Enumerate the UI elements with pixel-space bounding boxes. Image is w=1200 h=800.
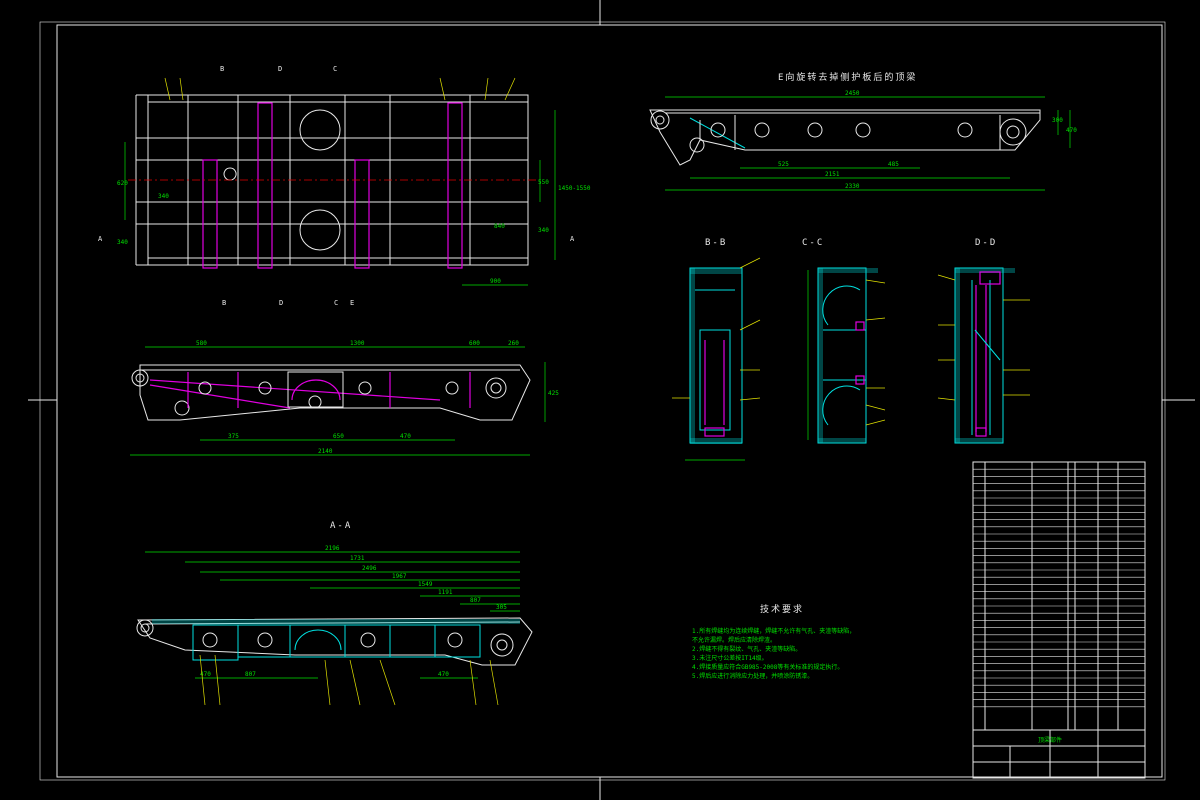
- side-dim-height: 425: [548, 390, 559, 397]
- plan-view: B D C B D C E A A 620 340 340 1450-1550 …: [98, 65, 591, 307]
- title-block-name: 顶梁部件: [1038, 736, 1062, 744]
- side-dim-overall: 2140: [318, 448, 333, 455]
- plan-dim-right-1: 1450-1550: [558, 185, 591, 192]
- cc-section-view: C-C: [802, 238, 886, 444]
- aa-dim-2: 1731: [350, 555, 365, 562]
- parts-list-table: [972, 461, 1146, 731]
- tech-req-item-6: 5.焊后应进行消除应力处理，并喷涂防锈漆。: [692, 672, 813, 680]
- aa-dim-8: 305: [496, 604, 507, 611]
- tech-requirements: 技术要求 1.所有焊缝均为连续焊缝，焊缝不允许有气孔、夹渣等缺陷， 不允许漏焊。…: [692, 603, 855, 680]
- aa-dim-bottom-3: 470: [438, 671, 449, 678]
- e-dim-top: 2450: [845, 90, 860, 97]
- e-dim-overall: 2330: [845, 183, 860, 190]
- plan-dim-left-1: 620: [117, 180, 128, 187]
- plan-marker-b-top: B: [220, 65, 224, 73]
- plan-marker-d-bottom: D: [279, 299, 283, 307]
- aa-section-view: A-A 2196 1: [136, 521, 533, 706]
- aa-dim-3: 2496: [362, 565, 377, 572]
- tech-req-title: 技术要求: [760, 603, 804, 615]
- e-dim-mid: 2151: [825, 171, 840, 178]
- plan-dim-right-3: 840: [494, 223, 505, 230]
- sheet-border: [28, 0, 1195, 800]
- tech-req-item-5: 4.焊接质量应符合GB985-2008等有关标准的规定执行。: [692, 663, 843, 671]
- bom-rows: [973, 468, 1145, 708]
- bb-view-title: B-B: [705, 238, 727, 248]
- plan-marker-a-left: A: [98, 235, 103, 243]
- plan-dim-bottom: 900: [490, 278, 501, 285]
- plan-dim-right-4: 340: [538, 227, 549, 234]
- dd-section-view: D-D: [937, 238, 1030, 444]
- aa-dim-bottom-1: 470: [200, 671, 211, 678]
- e-dim-lower-1: 525: [778, 161, 789, 168]
- aa-dim-4: 1967: [392, 573, 407, 580]
- aa-dim-5: 1549: [418, 581, 433, 588]
- e-dim-right-1: 300: [1052, 117, 1063, 124]
- plan-marker-c-bottom: C: [334, 299, 338, 307]
- side-dim-bottom-3: 470: [400, 433, 411, 440]
- aa-dim-7: 807: [470, 597, 481, 604]
- aa-dim-1: 2196: [325, 545, 340, 552]
- e-view-title: E向旋转去掉侧护板后的顶梁: [778, 71, 917, 83]
- plan-marker-c-top: C: [333, 65, 337, 73]
- e-dim-lower-2: 485: [888, 161, 899, 168]
- side-view: 580 1300 600 260 375 650 470 2140 425: [130, 340, 559, 456]
- side-dim-top-1: 580: [196, 340, 207, 347]
- tech-req-item-3: 2.焊缝不得有裂纹、气孔、夹渣等缺陷。: [692, 645, 801, 653]
- aa-view-title: A-A: [330, 521, 352, 531]
- side-dim-bottom-1: 375: [228, 433, 239, 440]
- e-dim-right-2: 470: [1066, 127, 1077, 134]
- bb-section-view: B-B: [672, 238, 761, 461]
- tech-req-item-1: 1.所有焊缝均为连续焊缝，焊缝不允许有气孔、夹渣等缺陷，: [692, 627, 855, 635]
- aa-dim-6: 1191: [438, 589, 453, 596]
- tech-req-item-2: 不允许漏焊。焊后应清除焊渣。: [692, 636, 776, 644]
- tech-req-item-4: 3.未注尺寸公差按IT14级。: [692, 654, 768, 662]
- side-dim-top-3: 600: [469, 340, 480, 347]
- dd-view-title: D-D: [975, 238, 997, 248]
- side-dim-top-4: 260: [508, 340, 519, 347]
- side-dim-top-2: 1300: [350, 340, 365, 347]
- plan-marker-d-top: D: [278, 65, 282, 73]
- plan-marker-e: E: [350, 299, 354, 307]
- title-block: 顶梁部件: [972, 729, 1146, 779]
- aa-dim-bottom-2: 807: [245, 671, 256, 678]
- side-dim-bottom-2: 650: [333, 433, 344, 440]
- plan-dim-right-2: 550: [538, 179, 549, 186]
- plan-dim-left-2: 340: [117, 239, 128, 246]
- plan-dim-left-3: 340: [158, 193, 169, 200]
- e-view: E向旋转去掉侧护板后的顶梁 2450 525 485 2151 2330: [649, 71, 1077, 191]
- plan-marker-a-right: A: [570, 235, 575, 243]
- plan-marker-b-bottom: B: [222, 299, 226, 307]
- cc-view-title: C-C: [802, 238, 824, 248]
